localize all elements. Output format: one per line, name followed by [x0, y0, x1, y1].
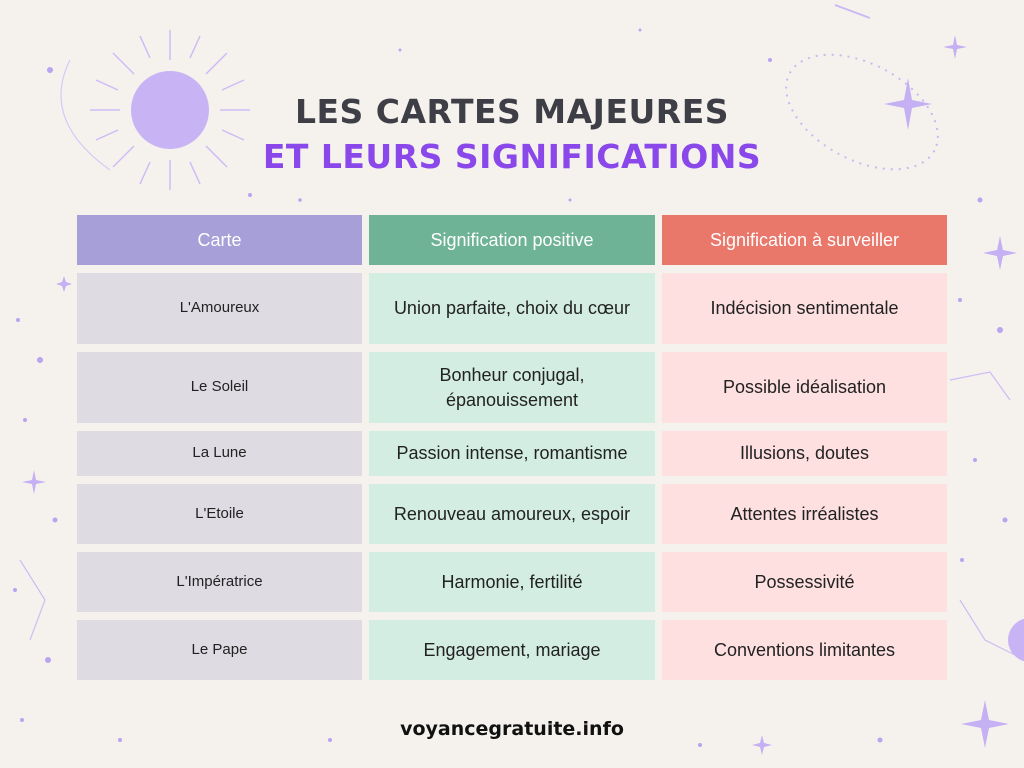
header-card: Carte	[77, 215, 362, 265]
warning-meaning: Possible idéalisation	[662, 352, 947, 423]
warning-meaning: Illusions, doutes	[662, 431, 947, 476]
page-title: LES CARTES MAJEURES	[294, 92, 730, 131]
positive-meaning: Union parfaite, choix du cœur	[369, 273, 655, 344]
sun-icon	[90, 30, 250, 190]
sparkle-icon	[22, 35, 1017, 755]
card-name: L'Impératrice	[77, 552, 362, 612]
card-name: Le Pape	[77, 620, 362, 680]
header-warning: Signification à surveiller	[662, 215, 947, 265]
site-url: voyancegratuite.info	[400, 718, 624, 740]
orbit-ring	[785, 53, 939, 171]
card-name: Le Soleil	[77, 352, 362, 423]
page-subtitle: ET LEURS SIGNIFICATIONS	[262, 137, 762, 176]
card-name: L'Etoile	[77, 484, 362, 544]
card-name: La Lune	[77, 431, 362, 476]
constellation-lines	[19, 371, 1016, 656]
card-name: L'Amoureux	[77, 273, 362, 344]
star-dots	[13, 28, 1008, 747]
tarot-table: Carte Signification positive Significati…	[77, 215, 947, 680]
warning-meaning: Conventions limitantes	[662, 620, 947, 680]
warning-meaning: Possessivité	[662, 552, 947, 612]
warning-meaning: Indécision sentimentale	[662, 273, 947, 344]
header-positive: Signification positive	[369, 215, 655, 265]
warning-meaning: Attentes irréalistes	[662, 484, 947, 544]
positive-meaning: Harmonie, fertilité	[369, 552, 655, 612]
positive-meaning: Engagement, mariage	[369, 620, 655, 680]
positive-meaning: Bonheur conjugal, épanouissement	[369, 352, 655, 423]
positive-meaning: Passion intense, romantisme	[369, 431, 655, 476]
positive-meaning: Renouveau amoureux, espoir	[369, 484, 655, 544]
